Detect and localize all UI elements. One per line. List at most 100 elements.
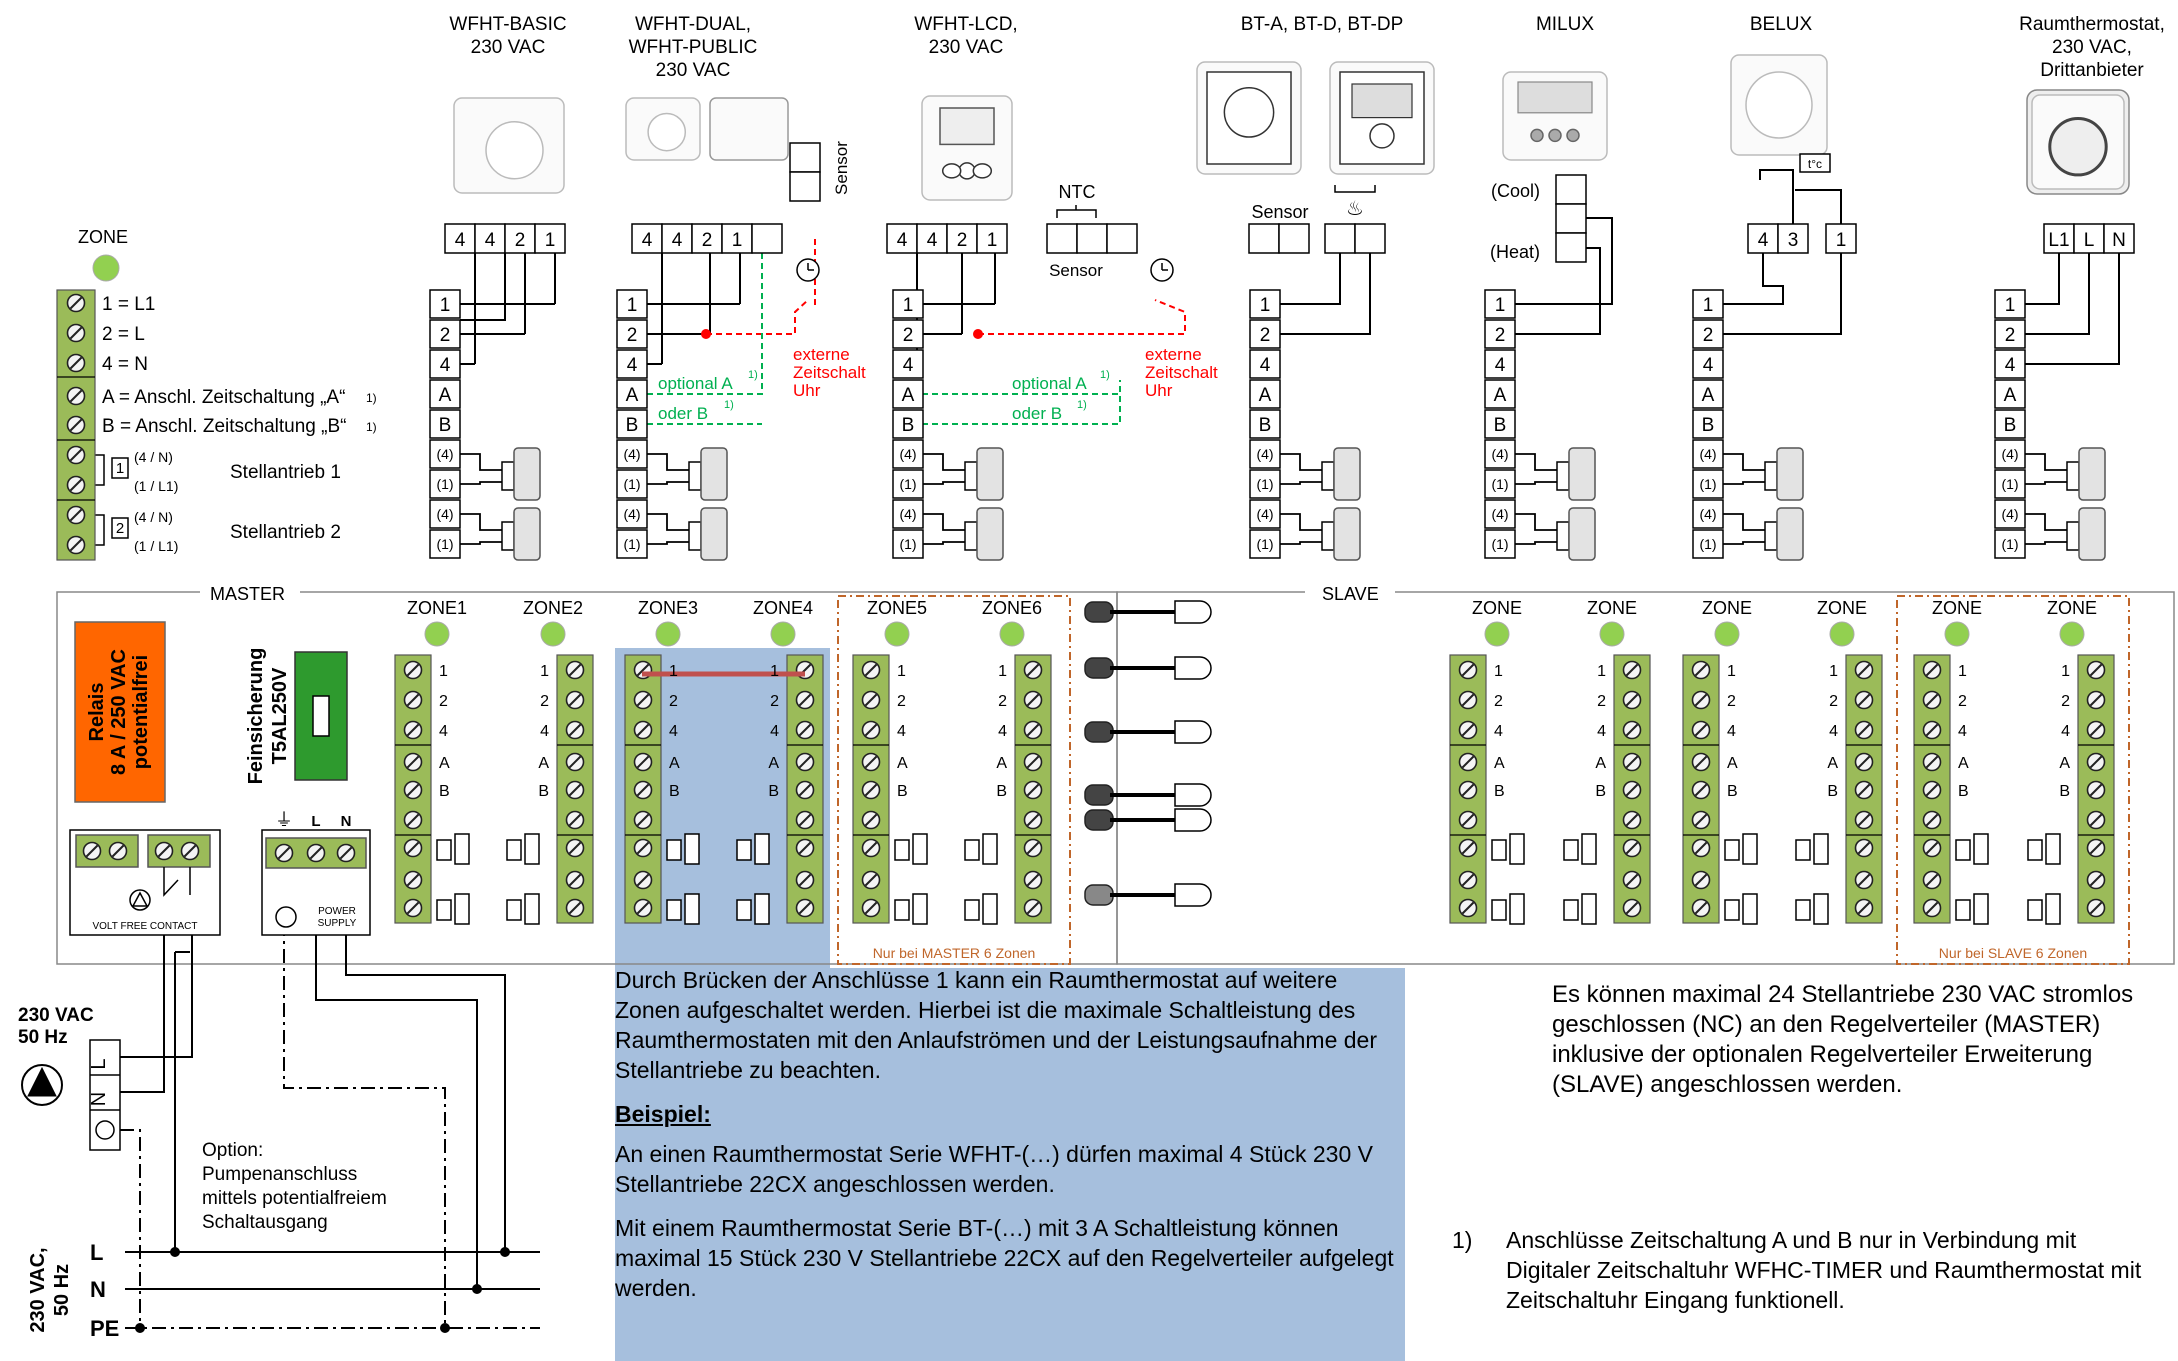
zone-terminal-label: 4 [440,355,451,376]
zone-terminal [1994,439,2026,469]
thermostat-name: WFHT-BASIC [449,14,566,35]
strip-screw [1922,752,1942,772]
strip-screw [795,690,815,710]
thermostat-name: BELUX [1750,14,1813,35]
legend-actuator-box [111,457,129,479]
actuator-wire [647,541,689,545]
actuator-body [1764,461,1778,491]
actuator-mark [1581,833,1597,865]
wfht-basic-terminal: 2 [515,230,526,251]
strip-label: B [768,783,779,800]
strip-screw [565,898,585,918]
actuator-mark [1509,893,1525,925]
actuator-mark [684,893,700,925]
actuator-mark [2045,893,2061,925]
slave-zone-label: ZONE [1932,598,1982,618]
legend-sub-label: (1 / L1) [134,538,178,554]
strip-screw [403,752,423,772]
zone-terminal-label: (1) [623,476,640,492]
zone-terminal-label: 1 [903,295,914,316]
zone-terminal [429,529,461,559]
zone-terminal-label: (1) [436,476,453,492]
belux-terminal: 4 [1758,230,1769,251]
strip-label: 4 [540,723,549,740]
strip-screw [1023,752,1043,772]
belux-temp-label: t°c [1808,157,1822,171]
terminal-box [1106,223,1138,254]
strip-screw [1854,838,1874,858]
actuator-mark [454,893,470,925]
strip-screw [403,838,423,858]
pump-supply-label: 230 VAC [18,1005,94,1026]
optional-b-wire [902,380,1121,425]
wfht-lcd-terminal: 2 [957,230,968,251]
ps-terminal-label: N [341,813,352,830]
strip-label: A [538,755,549,772]
junction-dot [440,1323,450,1333]
thermostat-button [1548,128,1562,143]
legend-screw [66,293,86,313]
zone-terminal-label: (1) [2001,476,2018,492]
bridge-note-example-2: Mit einem Raumthermostat Serie BT-(…) mi… [615,1215,1394,1301]
thermostat-button [941,163,962,179]
zone-terminal [429,379,461,409]
volt-free-contact-label: VOLT FREE CONTACT [92,921,197,932]
zone-terminal [892,469,924,499]
zone-terminal [1249,319,1281,349]
zone-terminal [892,409,924,439]
actuator-mark [1955,899,1971,921]
strip-screw [2086,660,2106,680]
legend-screw [66,386,86,406]
fuse-element [312,695,330,737]
power-supply-screw [274,843,294,863]
thermostat-name: 230 VAC [656,60,731,81]
strip-screw [861,720,881,740]
actuator-body [2066,461,2080,491]
legend-item: 4 = N [102,354,148,375]
zone-terminal-label: (4) [899,446,916,462]
zone-terminal-label: B [439,415,452,436]
zone-terminal-label: (4) [1491,446,1508,462]
strip-label: A [1494,755,1505,772]
legend-actuator-wire [95,514,105,546]
strip-screw [1023,870,1043,890]
wfht-lcd-terminal: 4 [897,230,908,251]
zone-terminal [1249,379,1281,409]
zone-terminal-label: 2 [1260,325,1271,346]
slave-6-zone-frame [1896,595,2130,965]
zone-terminal-label: 2 [627,325,638,346]
strip-label: 1 [1958,663,1967,680]
actuator-mark [1973,893,1989,925]
heat-icon: ♨ [1346,198,1364,220]
strip-label: A [1595,755,1606,772]
actuator-mark [436,839,452,861]
strip-screw [795,898,815,918]
strip-screw [1854,870,1874,890]
strip-screw [1023,898,1043,918]
zone-terminal-label: (1) [1256,536,1273,552]
mains-line-label: PE [90,1316,119,1341]
actuator-wire [1723,481,1765,485]
third-party-terminal: L1 [2048,230,2069,251]
strip-screw [2086,720,2106,740]
strip-label: 1 [1829,663,1838,680]
strip-screw [2086,780,2106,800]
zone-terminal-label: (4) [899,506,916,522]
thermostat-name: WFHT-PUBLIC [629,37,758,58]
actuator-mark [1491,839,1507,861]
wfht-basic-terminal: 4 [485,230,496,251]
actuator-mark [1563,899,1579,921]
actuator-mark [736,899,752,921]
third-party-terminal: N [2112,230,2126,251]
zone-terminal [1692,499,1724,529]
zone-terminal [616,379,648,409]
milux-terminal [1555,174,1587,205]
zone-terminal-label: 1 [2005,295,2016,316]
legend-actuator-wire [95,454,105,486]
relay-screw [82,841,102,861]
thermostat-name: WFHT-LCD, [914,14,1017,35]
strip-screw [403,660,423,680]
strip-label: A [1958,755,1969,772]
legend-zone-label: ZONE [78,227,128,247]
terminal-box [1046,223,1078,254]
